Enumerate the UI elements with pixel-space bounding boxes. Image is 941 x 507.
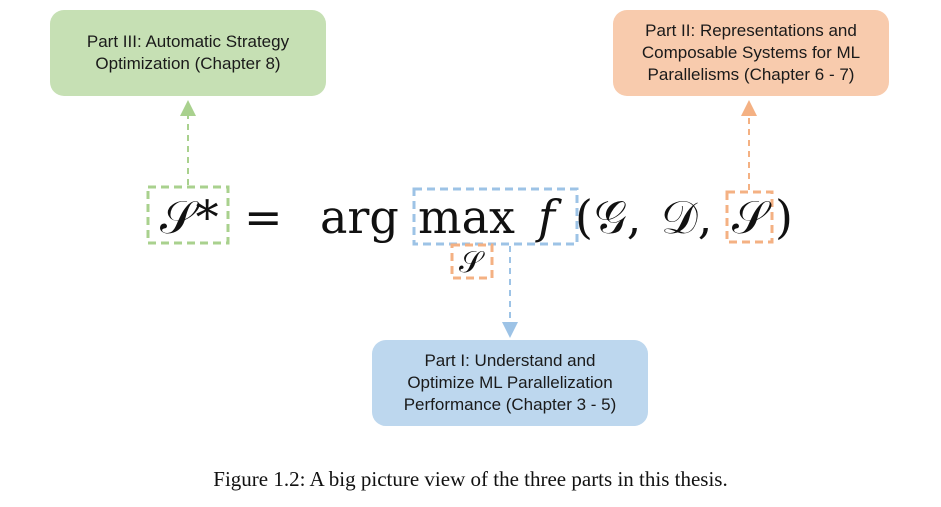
eq-close-paren: ) — [775, 190, 793, 244]
eq-equals: = — [244, 190, 283, 244]
part2-line-2: Composable Systems for ML — [641, 43, 861, 62]
eq-open-paren: ( — [575, 190, 593, 244]
param-s-highlight-box — [725, 190, 774, 244]
sub-s-highlight-box — [450, 243, 494, 280]
eq-param-s: 𝒮 — [732, 190, 772, 244]
eq-max: max — [418, 190, 515, 244]
eq-arg: arg — [320, 190, 399, 244]
part3-box: Part III: Automatic Strategy Optimizatio… — [50, 10, 326, 96]
part1-line-1: Part I: Understand and — [424, 351, 596, 370]
part2-box: Part II: Representations and Composable … — [613, 10, 889, 96]
eq-g: 𝒢, — [594, 190, 641, 244]
part1-line-3: Performance (Chapter 3 - 5) — [403, 395, 617, 414]
part1-line-2: Optimize ML Parallelization — [407, 373, 613, 392]
eq-d: 𝒟, — [661, 190, 712, 244]
figure-caption: Figure 1.2: A big picture view of the th… — [213, 467, 728, 491]
part3-line-2: Optimization (Chapter 8) — [95, 54, 281, 73]
eq-max-subscript-s: 𝒮 — [459, 245, 485, 280]
max-highlight-box — [412, 187, 579, 246]
part2-line-1: Part II: Representations and — [645, 21, 857, 40]
eq-func-f: f — [535, 190, 562, 244]
eq-lhs-s-star: 𝒮* — [160, 190, 219, 244]
part1-box: Part I: Understand and Optimize ML Paral… — [372, 340, 648, 426]
part3-line-1: Part III: Automatic Strategy — [86, 32, 290, 51]
part2-line-3: Parallelisms (Chapter 6 - 7) — [647, 65, 855, 84]
lhs-highlight-box — [146, 185, 230, 245]
